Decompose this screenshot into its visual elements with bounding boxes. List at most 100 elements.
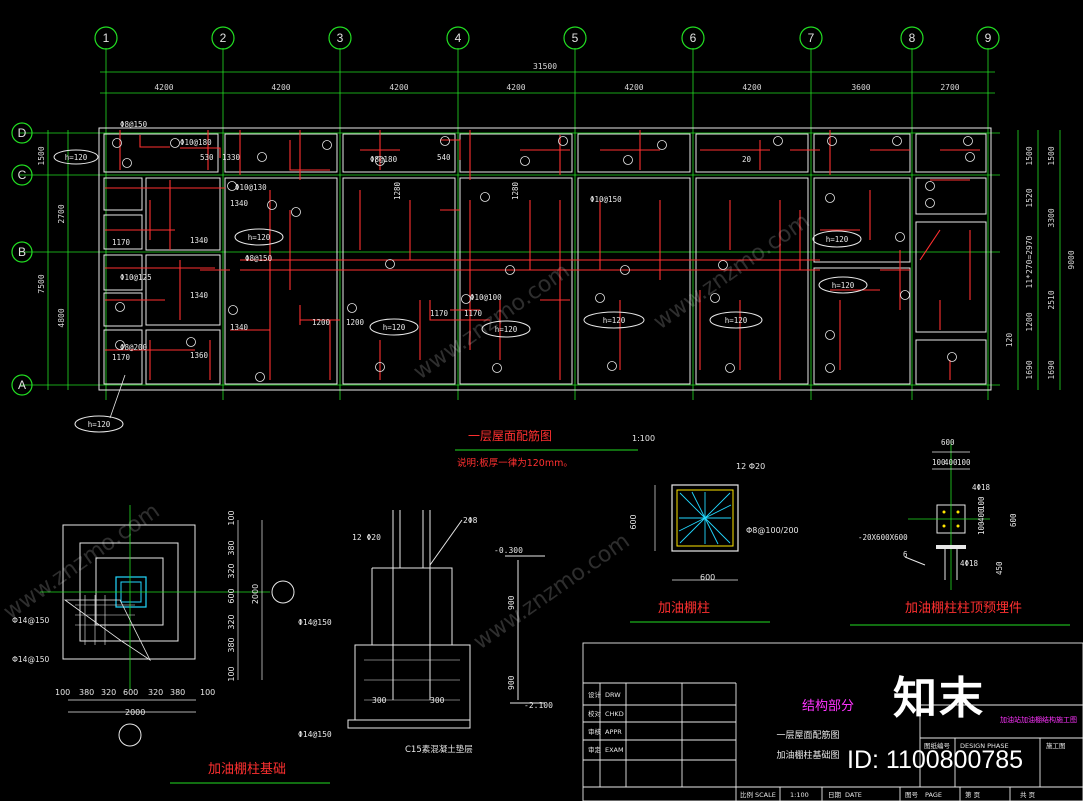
- bar-dim-8: 1200: [346, 318, 365, 327]
- bay-dim-3: 4200: [389, 83, 408, 92]
- bay-dim-6: 4200: [742, 83, 761, 92]
- right-total-dim: 9000: [1067, 250, 1076, 269]
- right-dim-3: 3300: [1047, 208, 1056, 227]
- grid-bubble-6: 6: [681, 26, 705, 50]
- bar-dim-9: 1170: [430, 309, 449, 318]
- title-magenta-note: 加油站加油棚结构施工图: [1000, 715, 1077, 724]
- grid-axis-rows: D C B A 1500 2700 7500 4800 1500 1520 33…: [11, 122, 1076, 396]
- foundation-edge-dim-2: 100: [200, 688, 215, 697]
- svg-text:h=120: h=120: [826, 235, 849, 244]
- watermark-brand-logo: 知末: [893, 673, 985, 724]
- foundation-bottom-dim-4: 320: [148, 688, 163, 697]
- watermark-site-3: www.znzmo.com: [0, 499, 165, 625]
- rebar-label-1: Φ8@150: [120, 120, 148, 129]
- foundation-edge-dim-1: 100: [55, 688, 70, 697]
- top-dimensions: 31500 4200 4200 4200 4200 4200 4200 3600…: [100, 62, 995, 94]
- role-code-2: CHKD: [605, 710, 624, 718]
- grid-bubble-1: 1: [94, 26, 118, 50]
- thickness-tag-7: h=120: [812, 230, 862, 248]
- left-dim-4: 4800: [57, 308, 66, 327]
- rebar-marks: [105, 130, 980, 380]
- grid-bubble-7: 7: [799, 26, 823, 50]
- grid-label-C: C: [18, 168, 27, 182]
- footer-cell-8: 第 页: [965, 790, 981, 799]
- grid-label-B: B: [18, 245, 26, 259]
- grid-label-1: 1: [103, 31, 110, 45]
- section-label-1: 12 Φ20: [352, 533, 381, 542]
- role-designer: 设计: [588, 690, 602, 699]
- right-cell-2: DESIGN PHASE: [960, 742, 1009, 750]
- title-block-text: 设计 校对 审核 审定 DRW CHKD APPR EXAM 结构部分 一层屋面…: [588, 690, 1077, 799]
- bar-number-bubbles: [112, 136, 975, 382]
- column-dim-width: 600: [700, 573, 715, 582]
- roof-slab-plan: [98, 127, 992, 391]
- thickness-tag-4: h=120: [481, 320, 531, 338]
- foundation-section: [347, 510, 545, 729]
- left-dim-1: 1500: [37, 146, 46, 165]
- right-dim-7: 120: [1005, 333, 1014, 348]
- rebar-label-6: Φ8@150: [245, 254, 273, 263]
- bar-dim-11: 1360: [190, 351, 209, 360]
- footer-cell-7: PAGE: [925, 791, 942, 799]
- right-mid-dim-2: 1690: [1047, 360, 1056, 379]
- column-title: 加油棚柱: [658, 601, 710, 616]
- foundation-side-total: 2000: [251, 584, 260, 604]
- grid-bubble-C: C: [11, 164, 33, 186]
- grid-bubble-B: B: [11, 241, 33, 263]
- bar-dim-15: 1280: [393, 181, 402, 200]
- plan-note: 说明:板厚一律为120mm。: [457, 457, 573, 469]
- grid-bubble-4: 4: [446, 26, 470, 50]
- bar-dim-2: 1340: [190, 236, 209, 245]
- section-name: 结构部分: [802, 699, 854, 714]
- role-code-1: DRW: [605, 691, 621, 699]
- embed-dim-7: 100: [977, 521, 986, 535]
- bar-dim-6: 1170: [112, 353, 131, 362]
- embed-dim-1: 600: [941, 438, 955, 447]
- section-level-2: -2.100: [524, 701, 553, 710]
- foundation-side-dim-2: 380: [227, 540, 236, 555]
- right-dim-5: 2510: [1047, 290, 1056, 309]
- grid-bubble-5: 5: [563, 26, 587, 50]
- left-dim-2: 2700: [57, 204, 66, 223]
- grid-bubble-3: 3: [328, 26, 352, 50]
- rebar-label-2: Φ10@180: [180, 138, 212, 147]
- embed-dim-9: 450: [995, 561, 1004, 575]
- bay-dim-4: 4200: [506, 83, 525, 92]
- grid-bubble-2: 2: [211, 26, 235, 50]
- bar-dim-10: 1170: [464, 309, 483, 318]
- embed-dim-8: 600: [1009, 513, 1018, 527]
- section-dim-4: 300: [430, 696, 445, 705]
- right-dim-2: 1520: [1025, 188, 1034, 207]
- rebar-label-3: Φ10@130: [235, 183, 267, 192]
- grid-bubble-D: D: [11, 122, 33, 144]
- grid-label-2: 2: [220, 31, 227, 45]
- rebar-label-4: Φ8@200: [120, 343, 148, 352]
- bar-dim-14: 540: [437, 153, 451, 162]
- section-dim-1: 900: [507, 595, 516, 610]
- footer-cell-5: DATE: [845, 791, 862, 799]
- bar-dim-5: 1340: [230, 323, 249, 332]
- svg-text:h=120: h=120: [495, 325, 518, 334]
- right-cell-1: 图纸编号: [924, 741, 951, 750]
- embed-dim-3: 400: [944, 458, 958, 467]
- svg-text:h=120: h=120: [383, 323, 406, 332]
- total-width-dim: 31500: [533, 62, 557, 71]
- embed-dim-2: 100: [932, 458, 946, 467]
- embed-dim-5: 100: [977, 496, 986, 510]
- bar-dim-16: 1280: [511, 181, 520, 200]
- drawing-name-2: 加油棚柱基础图: [776, 749, 839, 761]
- left-dim-3: 7500: [37, 274, 46, 293]
- role-reviewer: 审核: [588, 727, 602, 736]
- role-code-3: APPR: [605, 728, 622, 736]
- footer-cell-3: 1:100: [790, 791, 809, 799]
- section-dim-3: 300: [372, 696, 387, 705]
- column-detail: 12 Φ20 Φ8@100/200 600 600 加油棚柱: [629, 462, 799, 623]
- column-dim-height: 600: [629, 514, 638, 529]
- embed-dim-6: 400: [977, 508, 986, 522]
- svg-text:h=120: h=120: [248, 233, 271, 242]
- grid-label-7: 7: [808, 31, 815, 45]
- grid-label-A: A: [18, 378, 26, 392]
- drawing-name-1: 一层屋面配筋图: [776, 729, 839, 741]
- footer-cell-2: SCALE: [755, 791, 776, 799]
- title-block: [582, 642, 1083, 801]
